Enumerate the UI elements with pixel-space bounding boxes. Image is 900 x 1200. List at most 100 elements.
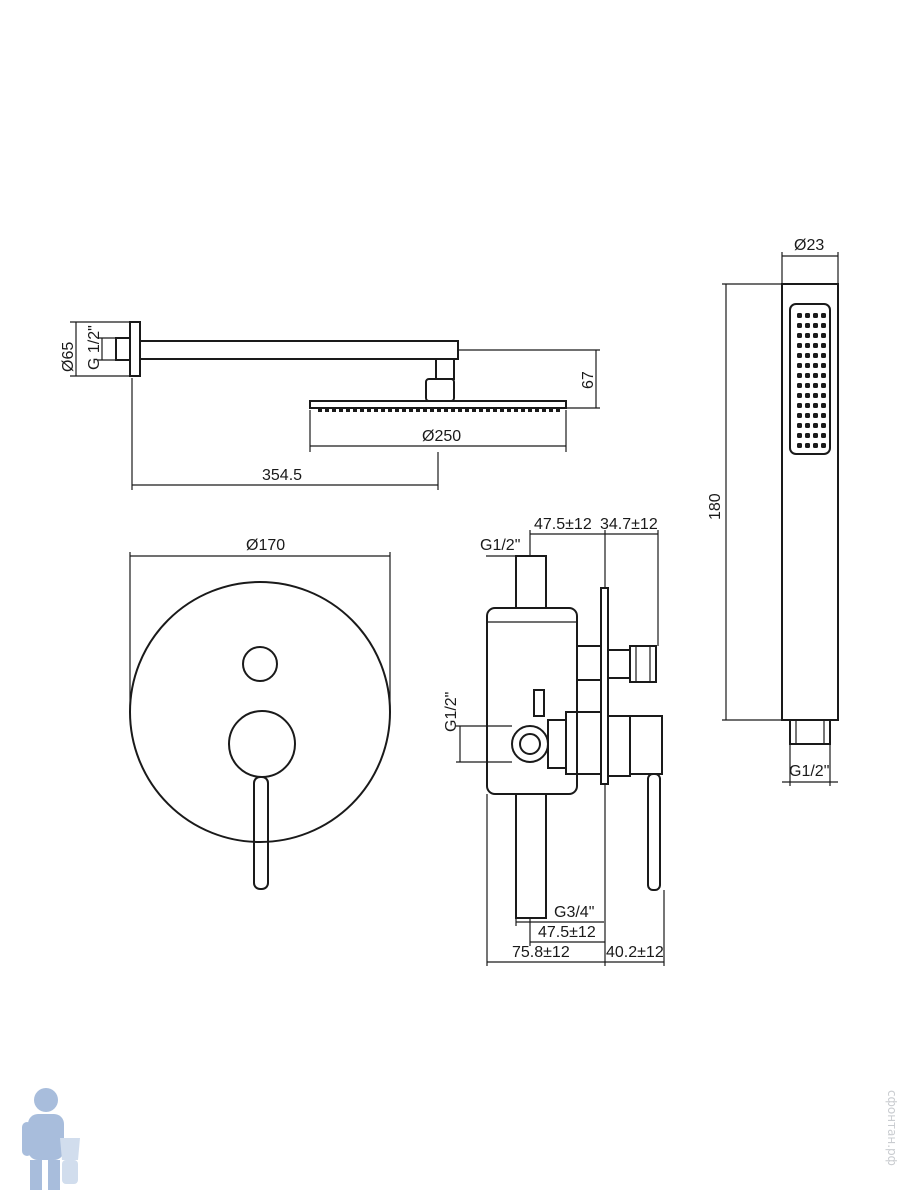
nozzle xyxy=(374,408,378,412)
hand-nozzle xyxy=(797,433,802,438)
nozzle xyxy=(423,408,427,412)
hand-nozzle xyxy=(797,403,802,408)
hand-nozzle xyxy=(797,323,802,328)
hand-nozzle xyxy=(797,393,802,398)
mixer-body-dimensions: 47.5±12 34.7±12 G1/2" G1/2" G3/4" 47.5±1… xyxy=(443,516,665,966)
hand-shower-spray-face xyxy=(789,303,831,455)
hand-nozzle xyxy=(813,313,818,318)
nozzle xyxy=(535,408,539,412)
nozzle xyxy=(353,408,357,412)
cover-plate-dimensions: Ø170 xyxy=(129,537,391,712)
head-height-label: 67 xyxy=(580,371,597,389)
hand-nozzle xyxy=(797,313,802,318)
hand-nozzle xyxy=(797,383,802,388)
side-inlet-fitting xyxy=(511,725,549,763)
shower-arm xyxy=(139,340,459,360)
lever-handle-side xyxy=(647,773,661,891)
nozzle xyxy=(332,408,336,412)
nozzle xyxy=(388,408,392,412)
hand-nozzle xyxy=(821,413,826,418)
hand-nozzle xyxy=(813,373,818,378)
cartridge-housing xyxy=(565,711,602,775)
nozzle xyxy=(486,408,490,412)
hand-nozzle xyxy=(805,353,810,358)
hand-nozzle xyxy=(805,443,810,448)
hand-shower-drawing xyxy=(781,283,839,745)
bottom-depth-2-label: 75.8±12 xyxy=(512,944,570,961)
top-inlet-label: G1/2" xyxy=(480,537,520,554)
diverter-spindle xyxy=(576,645,602,681)
nozzle xyxy=(318,408,322,412)
arm-drop xyxy=(435,358,455,380)
hand-nozzle xyxy=(805,423,810,428)
hand-shower-dimensions: Ø23 180 G1/2" xyxy=(707,237,839,786)
nozzle xyxy=(416,408,420,412)
hand-nozzle xyxy=(805,343,810,348)
hand-nozzle xyxy=(813,353,818,358)
hand-nozzle xyxy=(813,433,818,438)
cartridge-stem xyxy=(607,715,631,777)
bottom-depth-1-label: 47.5±12 xyxy=(538,924,596,941)
wall-flange xyxy=(129,321,141,377)
nozzle xyxy=(451,408,455,412)
hand-nozzle xyxy=(821,373,826,378)
lever-hub-side xyxy=(629,715,663,775)
diverter-knob xyxy=(629,645,657,683)
hand-shower-length-label: 180 xyxy=(707,493,724,520)
nozzle xyxy=(325,408,329,412)
nozzle xyxy=(521,408,525,412)
nozzle xyxy=(549,408,553,412)
hand-nozzle xyxy=(805,403,810,408)
hand-nozzle xyxy=(805,313,810,318)
hand-nozzle xyxy=(797,363,802,368)
hand-nozzle xyxy=(797,423,802,428)
hand-nozzle xyxy=(805,323,810,328)
nozzle xyxy=(542,408,546,412)
hand-nozzle xyxy=(821,433,826,438)
hand-nozzle xyxy=(821,383,826,388)
hand-nozzle xyxy=(797,353,802,358)
hand-nozzle xyxy=(821,393,826,398)
nozzle xyxy=(437,408,441,412)
hand-nozzle xyxy=(797,343,802,348)
lever-handle xyxy=(253,776,269,890)
watermark-text: сфонтан.рф xyxy=(885,1090,899,1166)
mixer-body-drawing xyxy=(486,555,663,919)
hand-nozzle xyxy=(821,353,826,358)
hand-nozzle xyxy=(813,323,818,328)
nozzle xyxy=(444,408,448,412)
hand-nozzle xyxy=(797,443,802,448)
hand-nozzle xyxy=(805,333,810,338)
hand-shower-nozzles xyxy=(797,313,826,448)
hand-nozzle xyxy=(813,423,818,428)
hand-nozzle xyxy=(813,443,818,448)
nozzle xyxy=(479,408,483,412)
hand-nozzle xyxy=(797,333,802,338)
hand-shower-connector xyxy=(789,719,831,745)
hand-nozzle xyxy=(821,313,826,318)
nozzle xyxy=(339,408,343,412)
hand-nozzle xyxy=(821,343,826,348)
hand-nozzle xyxy=(805,373,810,378)
outlet-label: G3/4" xyxy=(554,904,594,921)
cover-plate-drawing xyxy=(129,581,391,890)
hand-nozzle xyxy=(813,383,818,388)
mixer-wall-plate xyxy=(600,587,609,785)
nozzle xyxy=(528,408,532,412)
hand-nozzle xyxy=(813,413,818,418)
nozzle xyxy=(430,408,434,412)
nozzle xyxy=(395,408,399,412)
hand-nozzle xyxy=(805,413,810,418)
rain-head-nozzles xyxy=(318,408,560,412)
top-depth-1-label: 47.5±12 xyxy=(534,516,592,533)
nozzle xyxy=(367,408,371,412)
rain-head xyxy=(309,400,567,409)
hand-shower-thread-label: G1/2" xyxy=(789,763,829,780)
hand-nozzle xyxy=(821,443,826,448)
hand-nozzle xyxy=(813,343,818,348)
shower-arm-dimensions: Ø65 G 1/2" 67 Ø250 354.5 xyxy=(60,321,600,490)
hand-nozzle xyxy=(821,403,826,408)
lever-hub xyxy=(228,710,296,778)
bottom-depth-3-label: 40.2±12 xyxy=(606,944,664,961)
